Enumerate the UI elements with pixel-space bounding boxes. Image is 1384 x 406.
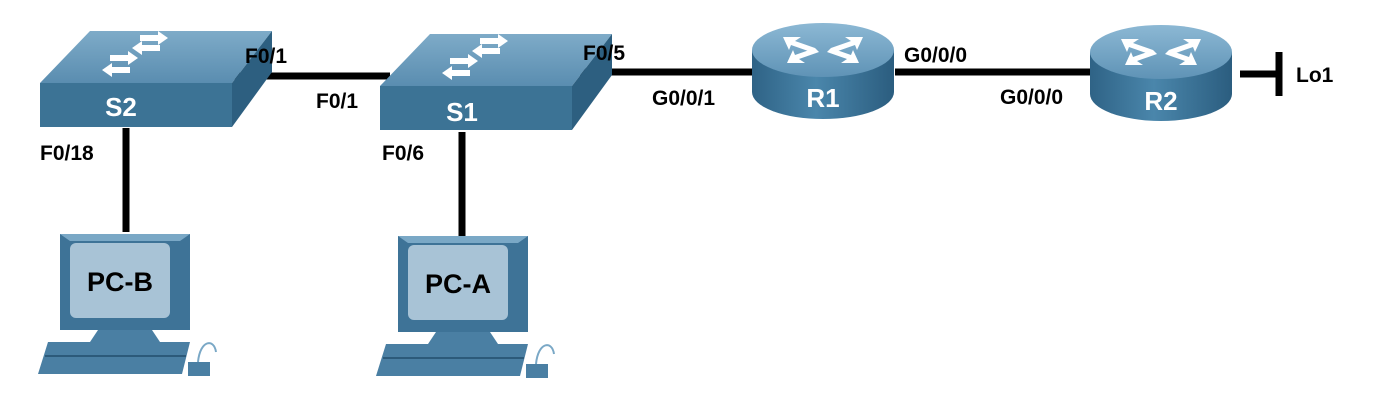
pc-b-mouse [188, 362, 210, 376]
pc-b-mouse-cable [197, 342, 217, 363]
device-label-s2: S2 [105, 92, 137, 122]
switch-s2-front [40, 83, 232, 127]
pc-a[interactable]: PC-A [376, 236, 555, 378]
port-label-s2-f018: F0/18 [40, 142, 94, 165]
router-r1[interactable]: R1 [752, 23, 894, 119]
switch-s1[interactable]: S1 [380, 34, 612, 130]
switch-s1-front [380, 86, 572, 130]
port-labels: F0/1 F0/1 F0/5 G0/0/1 G0/0/0 G0/0/0 F0/1… [40, 42, 1334, 165]
pc-b-stand [90, 330, 160, 342]
pc-b-keyboard [38, 342, 190, 374]
pc-a-keyboard [376, 344, 528, 376]
pc-a-monitor-top [398, 236, 528, 243]
switch-s2-top [40, 31, 272, 83]
port-label-r2-g000: G0/0/0 [1000, 86, 1063, 109]
router-arrows-icon [1121, 39, 1201, 65]
switch-s2-side [232, 31, 272, 127]
port-label-s1-f06: F0/6 [382, 142, 424, 165]
port-label-r2-lo1: Lo1 [1296, 64, 1334, 87]
switch-s2[interactable]: S2 [40, 31, 272, 127]
pc-b-monitor-top [60, 234, 190, 241]
device-label-r1: R1 [806, 83, 839, 113]
port-label-s1-f01: F0/1 [316, 90, 358, 113]
pc-a-screen [408, 245, 508, 320]
router-arrows-icon [783, 37, 863, 63]
router-r1-top [752, 23, 894, 77]
device-label-pca: PC-A [425, 269, 491, 299]
router-r2[interactable]: R2 [1090, 25, 1232, 121]
port-label-r1-g001: G0/0/1 [652, 87, 715, 110]
port-label-s2-f01: F0/1 [245, 45, 287, 68]
device-label-pcb: PC-B [87, 267, 153, 297]
pc-a-stand [428, 332, 498, 344]
pc-b-screen [70, 243, 170, 318]
switch-s1-top [380, 34, 612, 86]
router-r2-top [1090, 25, 1232, 79]
device-label-r2: R2 [1144, 86, 1177, 116]
pc-a-mouse-cable [535, 344, 555, 365]
pc-a-mouse [526, 364, 548, 378]
pc-b[interactable]: PC-B [38, 234, 217, 376]
device-label-s1: S1 [446, 97, 478, 127]
switch-s1-side [572, 34, 612, 130]
port-label-r1-g000: G0/0/0 [904, 44, 967, 67]
port-label-s1-f05: F0/5 [583, 42, 625, 65]
